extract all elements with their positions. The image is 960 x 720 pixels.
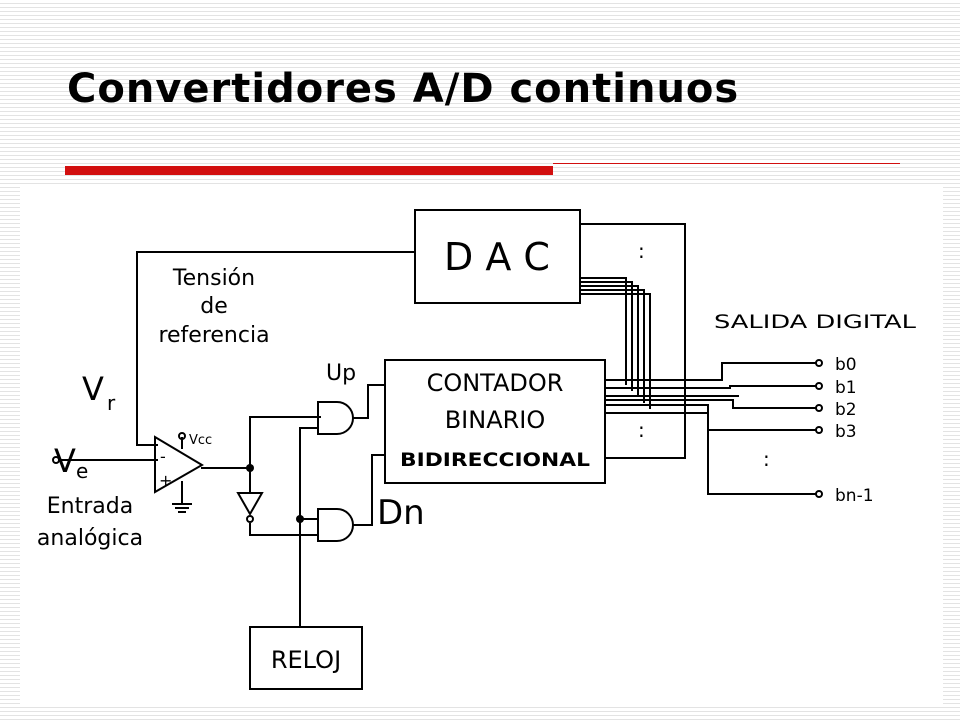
clock-block	[249, 626, 363, 690]
terminal-b3	[815, 426, 823, 434]
title-underline-thick	[65, 166, 553, 175]
output-b2: b2	[835, 400, 857, 420]
terminal-b1	[815, 382, 823, 390]
comparator-plus: +	[159, 471, 172, 490]
counter-label-3: BIDIRECCIONAL	[400, 449, 590, 471]
up-branch	[249, 416, 321, 469]
up-to-counter	[352, 384, 386, 419]
dac-bus-1	[579, 277, 627, 385]
ellipsis-top: :	[638, 239, 645, 263]
down-label: Dn	[377, 493, 425, 533]
clock-label: RELOJ	[271, 646, 341, 674]
ellipsis-middle: :	[638, 418, 645, 442]
comparator	[154, 435, 204, 494]
reference-label-1: Tensión	[172, 266, 255, 291]
inverter-bubble	[246, 515, 254, 523]
inverter	[236, 492, 264, 517]
terminal-vcc	[178, 432, 186, 440]
output-b1: b1	[835, 378, 857, 398]
counter-label-1: CONTADOR	[427, 369, 564, 397]
comparator-minus: -	[160, 447, 166, 466]
inverter-output	[249, 523, 319, 536]
dac-bus-3	[579, 285, 639, 397]
input-label-1: Entrada	[47, 494, 133, 519]
feedback-wire	[579, 223, 686, 459]
counter-label-2: BINARIO	[445, 406, 546, 434]
output-b3: b3	[835, 422, 857, 442]
counter-block	[384, 359, 606, 484]
up-label: Up	[326, 361, 356, 386]
clock-wire	[299, 427, 319, 628]
reference-wire	[136, 251, 416, 446]
dac-bus-5	[579, 293, 651, 409]
output-b1-wire	[604, 385, 816, 389]
ground-symbol	[172, 481, 192, 513]
dac-bus-4	[579, 289, 645, 403]
dac-bus-2	[579, 281, 633, 391]
down-to-counter	[352, 454, 386, 526]
ve-label: V	[54, 442, 76, 480]
terminal-b0	[815, 359, 823, 367]
output-bn1: bn-1	[835, 486, 874, 506]
ve-subscript: e	[76, 459, 88, 483]
reference-label-2: de	[200, 294, 228, 319]
dac-block	[414, 209, 581, 304]
vcc-label: Vcc	[189, 433, 212, 448]
and-gate-down	[317, 508, 354, 542]
input-label-2: analógica	[37, 526, 143, 551]
ellipsis-right: :	[763, 447, 770, 471]
diagram-panel	[20, 187, 943, 707]
output-b2-wire	[604, 399, 816, 409]
terminal-bn1	[815, 490, 823, 498]
output-title: SALIDA DIGITAL	[714, 311, 917, 333]
slide-title: Convertidores A/D continuos	[67, 66, 740, 112]
reference-label-3: referencia	[158, 323, 269, 348]
and-gate-up	[317, 401, 354, 435]
output-bn1-wire	[604, 412, 816, 495]
vr-subscript: r	[107, 391, 116, 415]
junction-comparator-output	[246, 464, 254, 472]
output-b0: b0	[835, 355, 857, 375]
title-underline-thin	[553, 163, 900, 164]
terminal-input	[52, 456, 60, 464]
output-b0-wire	[604, 362, 816, 381]
dac-label: D A C	[444, 235, 550, 279]
vr-label: V	[82, 370, 104, 408]
junction-clock	[296, 515, 304, 523]
terminal-b2	[815, 404, 823, 412]
